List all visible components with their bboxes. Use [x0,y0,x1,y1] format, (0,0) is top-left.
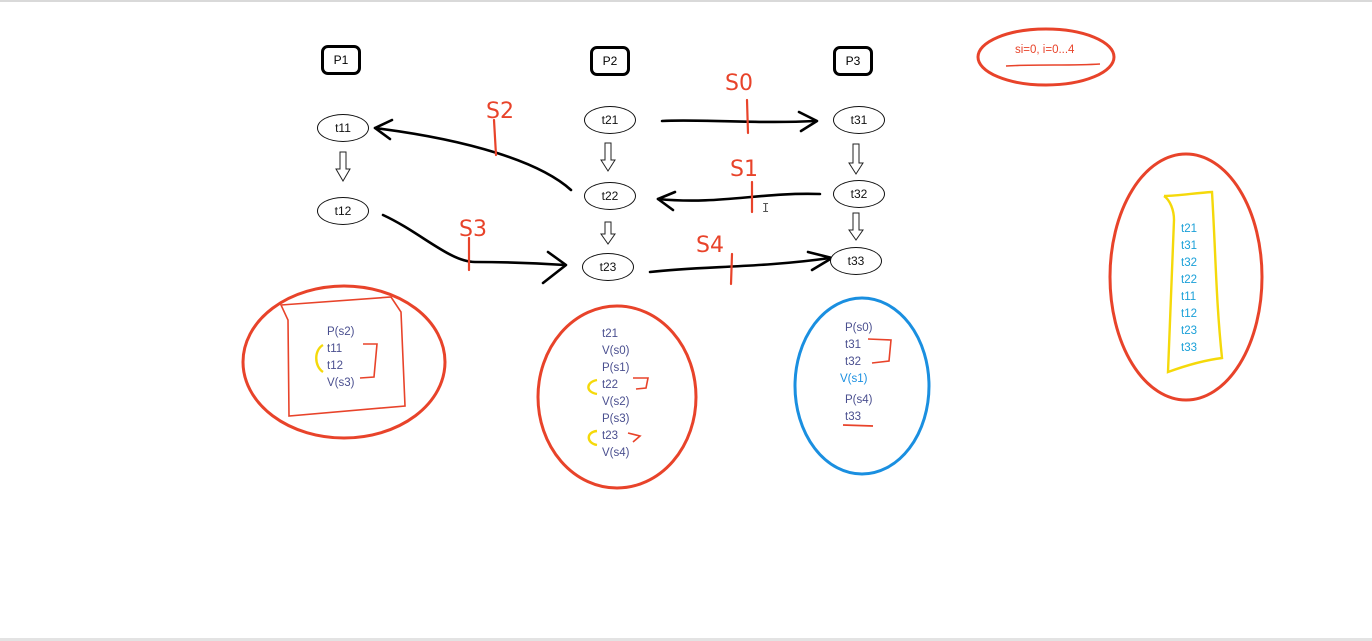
p3-code-line: t33 [845,411,861,423]
p3-code-line: P(s0) [845,322,873,334]
text-cursor-icon: I [762,201,769,215]
sequence-arrow-t21-t22 [600,142,616,172]
p3-code-line: P(s4) [845,394,873,406]
p2-code-line: P(s1) [602,362,630,374]
label-s4: S4 [696,233,724,258]
p3-code-listing: P(s0) t31 t32 V(s1) P(s4) t33 [840,320,873,426]
p2-code-line: V(s0) [602,345,630,357]
order-item: t12 [1181,308,1197,320]
p2-code-line: P(s3) [602,413,630,425]
label-s2: S2 [486,99,514,124]
sequence-arrow-t32-t33 [848,212,864,241]
p2-code-ellipse [536,304,698,490]
order-ellipse [1108,152,1264,402]
task-node-t12: t12 [317,197,369,225]
init-note-ellipse [976,27,1116,87]
sync-arrow-head-t22 [656,190,677,212]
task-node-t11: t11 [317,114,369,142]
top-border [0,0,1372,2]
tick-s2 [492,118,498,157]
sync-arrow-head-t31 [797,110,819,133]
p2-bracket-red-t22 [633,377,649,390]
p2-code-line: V(s4) [602,447,630,459]
tick-s4 [729,252,734,286]
p1-code-line: t12 [327,360,343,372]
p1-code-line: t11 [327,343,343,355]
p1-bracket-yellow [315,343,324,373]
p2-code-line: t22 [602,379,618,391]
p2-code-line: t21 [602,328,618,340]
task-node-t31: t31 [833,106,885,134]
bottom-border [0,638,1372,641]
order-item: t23 [1181,325,1197,337]
p3-code-line: V(s1) [840,373,868,385]
p1-code-ellipse [241,284,447,440]
order-item: t31 [1181,240,1197,252]
sync-arrow-t22-to-t11 [373,126,573,192]
sync-arrow-t12-to-t23 [381,213,567,267]
init-note-text: si=0, i=0...4 [1015,44,1075,56]
p2-code-line: V(s2) [602,396,630,408]
p2-bracket-yellow-t22 [587,378,598,396]
process-p3-header: P3 [833,46,873,76]
task-node-t22: t22 [584,182,636,210]
p3-code-line: t31 [845,339,861,351]
p2-bracket-red-t23 [627,432,642,443]
sequence-arrow-t22-t23 [600,221,616,245]
order-item: t22 [1181,274,1197,286]
order-item: t21 [1181,223,1197,235]
process-p1-header: P1 [321,45,361,75]
label-s1: S1 [730,157,758,182]
p2-code-line: t23 [602,430,618,442]
process-p2-header: P2 [590,46,630,76]
p2-bracket-yellow-t23 [587,429,598,447]
p1-bracket-red [359,343,378,379]
sequence-arrow-t31-t32 [848,143,864,175]
p1-code-line: P(s2) [327,326,355,338]
task-node-t21: t21 [584,106,636,134]
order-item: t11 [1181,291,1197,303]
task-node-t32: t32 [833,180,885,208]
execution-order-list: t21 t31 t32 t22 t11 t12 t23 t33 [1181,221,1197,357]
sync-arrow-head-t11 [373,118,394,141]
task-node-t33: t33 [830,247,882,275]
sequence-arrow-t11-t12 [335,151,351,182]
p2-code-listing: t21 V(s0) P(s1) t22 V(s2) P(s3) t23 V(s4… [602,326,629,462]
task-node-t23: t23 [582,253,634,281]
order-item: t32 [1181,257,1197,269]
init-note-underline [1005,63,1101,67]
order-item: t33 [1181,342,1197,354]
sync-arrow-head-t23 [541,250,568,285]
p3-bracket-red [867,338,892,364]
p1-code-listing: P(s2) t11 t12 V(s3) [327,324,354,392]
p3-code-ellipse [793,296,931,476]
p3-underline-t33 [842,424,874,427]
label-s0: S0 [725,71,753,96]
label-s3: S3 [459,217,487,242]
p3-code-line: t32 [845,356,861,368]
tick-s0 [745,98,750,135]
sync-arrow-t32-to-t22 [656,192,822,202]
sync-arrow-t21-to-t31 [660,119,817,124]
p1-code-line: V(s3) [327,377,355,389]
order-yellow-frame [1163,190,1224,374]
p1-code-box [279,296,406,417]
sync-arrow-t23-to-t33 [648,256,832,274]
